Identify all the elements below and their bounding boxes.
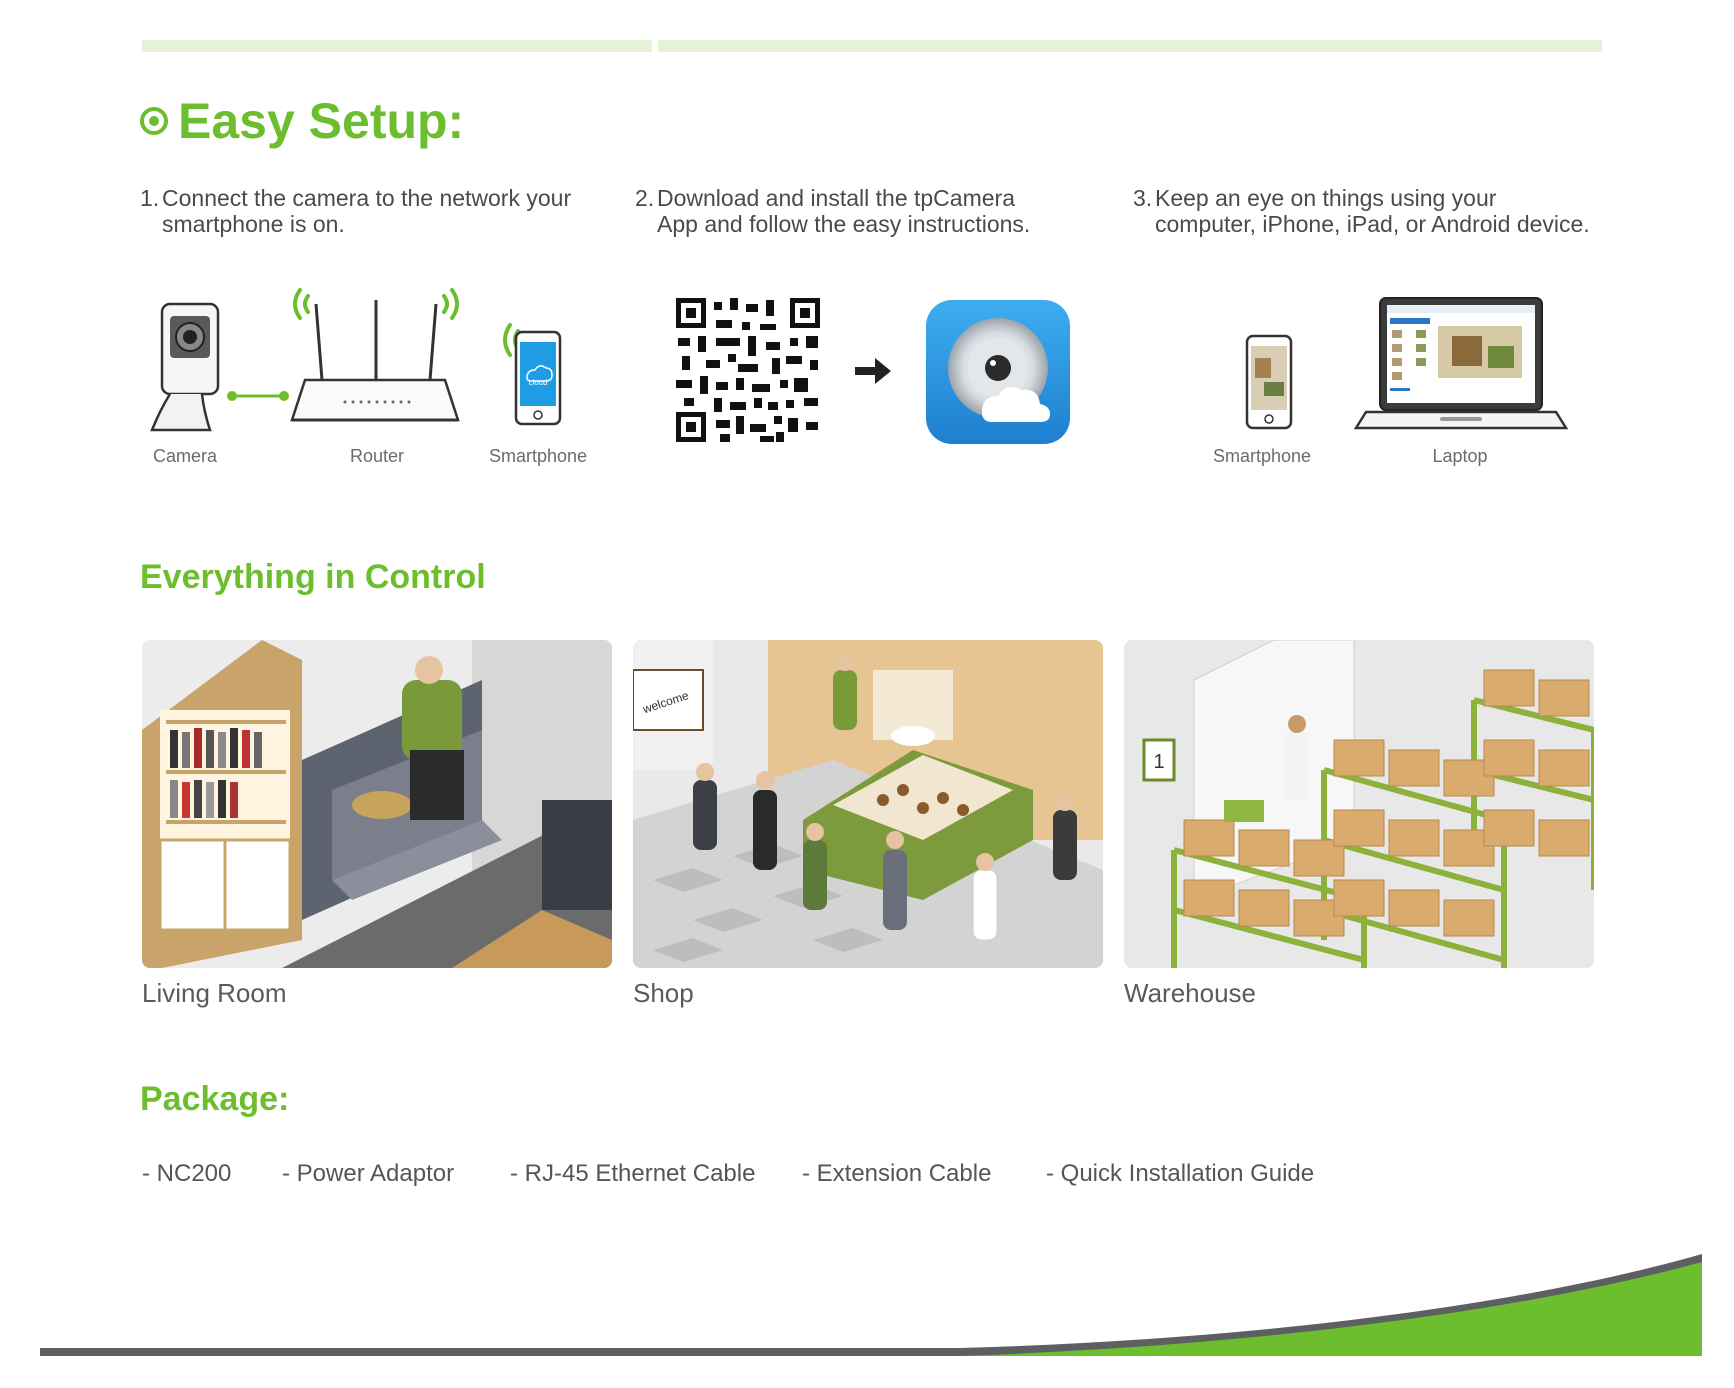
easy-setup-heading: Easy Setup: bbox=[140, 92, 464, 150]
caption-camera: Camera bbox=[152, 446, 218, 466]
laptop-icon bbox=[1353, 297, 1569, 430]
arrow-right-icon bbox=[855, 358, 891, 384]
router-icon bbox=[290, 300, 460, 422]
package-heading: Package: bbox=[140, 1080, 290, 1118]
top-bar-left bbox=[142, 40, 652, 52]
target-bullet-icon bbox=[140, 107, 168, 135]
connection-line bbox=[227, 391, 289, 401]
network-diagram: cloud bbox=[150, 288, 562, 432]
camera-icon bbox=[150, 302, 220, 432]
scene-label-living-room: Living Room bbox=[142, 978, 287, 1008]
top-bar-right bbox=[658, 40, 1602, 52]
step-2: 2.Download and install the tpCamera App … bbox=[635, 185, 1031, 237]
caption-router: Router bbox=[349, 446, 405, 466]
easy-setup-title: Easy Setup: bbox=[178, 93, 465, 149]
scene-warehouse: 1 bbox=[1124, 640, 1594, 968]
tpcamera-app-icon bbox=[926, 300, 1070, 444]
smartphone-view-icon bbox=[1245, 334, 1293, 430]
step-1: 1.Connect the camera to the network your… bbox=[140, 185, 572, 237]
package-item-ethernet-cable: - RJ-45 Ethernet Cable bbox=[510, 1160, 756, 1187]
package-item-quick-guide: - Quick Installation Guide bbox=[1046, 1160, 1315, 1187]
scene-shop: welcome bbox=[633, 640, 1103, 968]
package-item-extension-cable: - Extension Cable bbox=[802, 1160, 992, 1187]
control-heading: Everything in Control bbox=[140, 558, 486, 596]
caption-laptop: Laptop bbox=[1432, 446, 1488, 466]
scene-label-warehouse: Warehouse bbox=[1124, 978, 1256, 1008]
wifi-signal-icon bbox=[293, 288, 520, 357]
qr-code bbox=[676, 298, 820, 442]
scene-label-shop: Shop bbox=[633, 978, 694, 1008]
cloud-label: cloud bbox=[528, 378, 547, 387]
step-3: 3.Keep an eye on things using your compu… bbox=[1133, 185, 1590, 237]
caption-smartphone-view: Smartphone bbox=[1212, 446, 1312, 466]
scene-living-room bbox=[142, 640, 612, 968]
viewing-devices bbox=[1245, 297, 1569, 430]
caption-smartphone: Smartphone bbox=[488, 446, 588, 466]
footer-swoosh bbox=[40, 1254, 1702, 1356]
door-number: 1 bbox=[1153, 751, 1164, 773]
smartphone-icon: cloud bbox=[514, 330, 562, 426]
package-item-power-adaptor: - Power Adaptor bbox=[282, 1160, 455, 1187]
package-item-nc200: - NC200 bbox=[142, 1160, 232, 1187]
